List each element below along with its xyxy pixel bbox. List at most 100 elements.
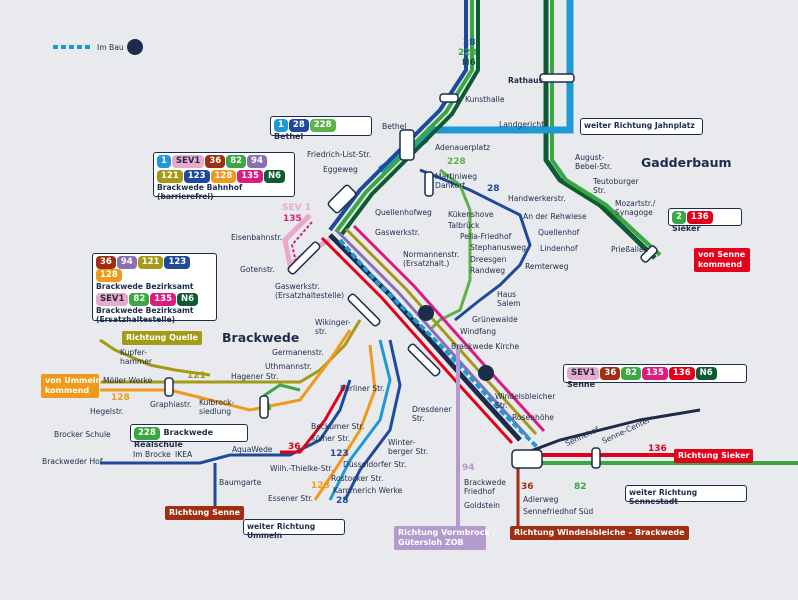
chip-line-94: 94: [116, 256, 137, 269]
line-label-36-senne: 36: [521, 482, 534, 492]
construction-worker-icon: [418, 305, 434, 321]
direction-von-ummeln: von Ummeln kommend: [41, 374, 101, 398]
line-label-28-south: 28: [336, 496, 349, 506]
chip-line-121: 121: [137, 256, 164, 269]
station-brocker-schule: Brocker Schule: [54, 430, 111, 439]
box-label-bezirksamt: Brackwede Bezirksamt: [96, 282, 194, 291]
station-eggeweg: Eggeweg: [323, 165, 358, 174]
legend-label: Im Bau: [97, 43, 124, 52]
station-kunsthalle: Kunsthalle: [465, 95, 505, 104]
construction-worker-icon: [127, 39, 143, 55]
direction-richtung-senne: Richtung Senne: [165, 506, 245, 520]
station-gaswerkstr: Gaswerkstr.: [375, 228, 420, 237]
line-label-82: 82: [574, 482, 587, 492]
line-label-135: 135: [283, 214, 302, 224]
station-germanenstr: Germanenstr.: [272, 348, 324, 357]
line-label-228-north: 228: [458, 48, 477, 58]
box-label-realschule: Brackwede Realschule: [134, 428, 214, 449]
station-rosenhoehe: Rosenhöhe: [512, 413, 554, 422]
station-normannenstr: Normannenstr. (Ersatzhalt.): [403, 250, 460, 268]
box-label-bethel: Bethel: [274, 132, 304, 141]
line-label-123: 123: [330, 449, 349, 459]
line-label-121: 121: [187, 371, 206, 381]
chip-line-82: 82: [129, 293, 150, 306]
chip-line-121: 121: [157, 170, 183, 183]
station-kulbrocksiedlung: Kulbrock- siedlung: [199, 398, 235, 416]
chip-line-2: 2: [672, 211, 686, 224]
line-2: [543, 0, 662, 260]
station-sennefriedhof-sued: Sennefriedhof Süd: [523, 507, 594, 516]
direction-von-senne: von Senne kommend: [694, 248, 750, 272]
station-winterberger: Winter- berger Str.: [388, 438, 429, 456]
station-baumgarte: Baumgarte: [219, 478, 262, 487]
station-brackwede-kirche: Brackwede Kirche: [451, 342, 520, 351]
chip-sev1: SEV1: [96, 293, 129, 306]
station-remterweg: Remterweg: [525, 262, 569, 271]
direction-weiter-ummeln: weiter Richtung Ummeln: [243, 519, 345, 540]
construction-worker-icon: [478, 365, 494, 381]
direction-richtung-sieker: Richtung Sieker: [674, 449, 754, 463]
station-wilh-thielke: Wilh.-Thielke-Str.: [270, 464, 334, 473]
line-label-128-west: 128: [111, 393, 130, 403]
chip-line-1: 1: [157, 155, 171, 168]
station-moeller-werke: Möller Werke: [103, 376, 153, 385]
direction-windelsbleiche: Richtung Windelsbleiche – Brackwede: [510, 526, 689, 540]
station-martiniweg: Martiniweg: [435, 172, 478, 181]
chip-line-135: 135: [642, 367, 668, 380]
area-gadderbaum: Gadderbaum: [641, 155, 732, 170]
chip-line-136: 136: [668, 367, 695, 380]
station-quellenhofweg: Quellenhofweg: [375, 208, 432, 217]
station-windelsbleicher: Windelsbleicher Str.: [495, 392, 556, 410]
station-adenauerplatz: Adenauerplatz: [435, 143, 491, 152]
station-bars: [164, 73, 658, 469]
line-label-n6-north: N6: [462, 58, 476, 68]
station-goldstein: Goldstein: [464, 501, 500, 510]
chip-line-135: 135: [237, 170, 263, 183]
chip-line-82: 82: [226, 155, 247, 168]
station-rostocker: Rostocker Str.: [331, 474, 384, 483]
box-label-sieker: Sieker: [672, 224, 701, 233]
south-lines: [313, 339, 460, 530]
chip-sev1: SEV1: [171, 155, 205, 168]
station-wikingerstr: Wikinger- str.: [315, 318, 351, 336]
chip-line-n6: N6: [264, 170, 286, 183]
station-adlerweg: Adlerweg: [523, 495, 559, 504]
line-label-228: 228: [447, 157, 466, 167]
direction-weiter-sennestadt: weiter Richtung Sennestadt: [625, 485, 747, 506]
station-gruenewalde: Grünewalde: [472, 315, 518, 324]
chip-line-135: 135: [150, 293, 177, 306]
direction-vormbrock: Richtung Vormbrock / Gütersloh ZOB: [394, 526, 496, 550]
line-28-loop: [419, 168, 532, 322]
station-august-bebel: August- Bebel-Str.: [575, 153, 612, 171]
chip-line-1: 1: [274, 119, 288, 132]
station-beckumer: Beckumer Str.: [311, 422, 365, 431]
station-landgericht: Landgericht: [499, 120, 545, 129]
station-randweg: Randweg: [470, 266, 506, 275]
line-label-136: 136: [648, 444, 667, 454]
station-ikea: IKEA: [175, 450, 193, 459]
line-label-94: 94: [462, 463, 475, 473]
box-label-bahnhof: Brackwede Bahnhof (barrierefrei): [157, 183, 243, 201]
station-eisenbahnstr: Eisenbahnstr.: [231, 233, 283, 242]
station-uthmannstr: Uthmannstr.: [265, 362, 312, 371]
chip-line-36: 36: [96, 256, 116, 269]
station-kupferhammer: Kupfer- hammer: [120, 348, 153, 366]
station-essener: Essener Str.: [268, 494, 314, 503]
chip-line-128: 128: [210, 170, 237, 183]
station-graphiastr: Graphiastr.: [150, 400, 192, 409]
direction-jahnplatz: weiter Richtung Jahnplatz: [580, 118, 703, 135]
box-label-senne: Senne: [567, 380, 596, 389]
station-rathaus: Rathaus: [508, 76, 544, 85]
direction-richtung-quelle: Richtung Quelle: [122, 331, 202, 345]
station-dresdener: Dresdener Str.: [412, 405, 452, 423]
chip-line-36: 36: [600, 367, 621, 380]
station-kuekenshove: Kükenshove: [448, 210, 494, 219]
station-windfang: Windfang: [460, 327, 497, 336]
chip-line-123: 123: [183, 170, 210, 183]
chip-sev1: SEV1: [567, 367, 600, 380]
